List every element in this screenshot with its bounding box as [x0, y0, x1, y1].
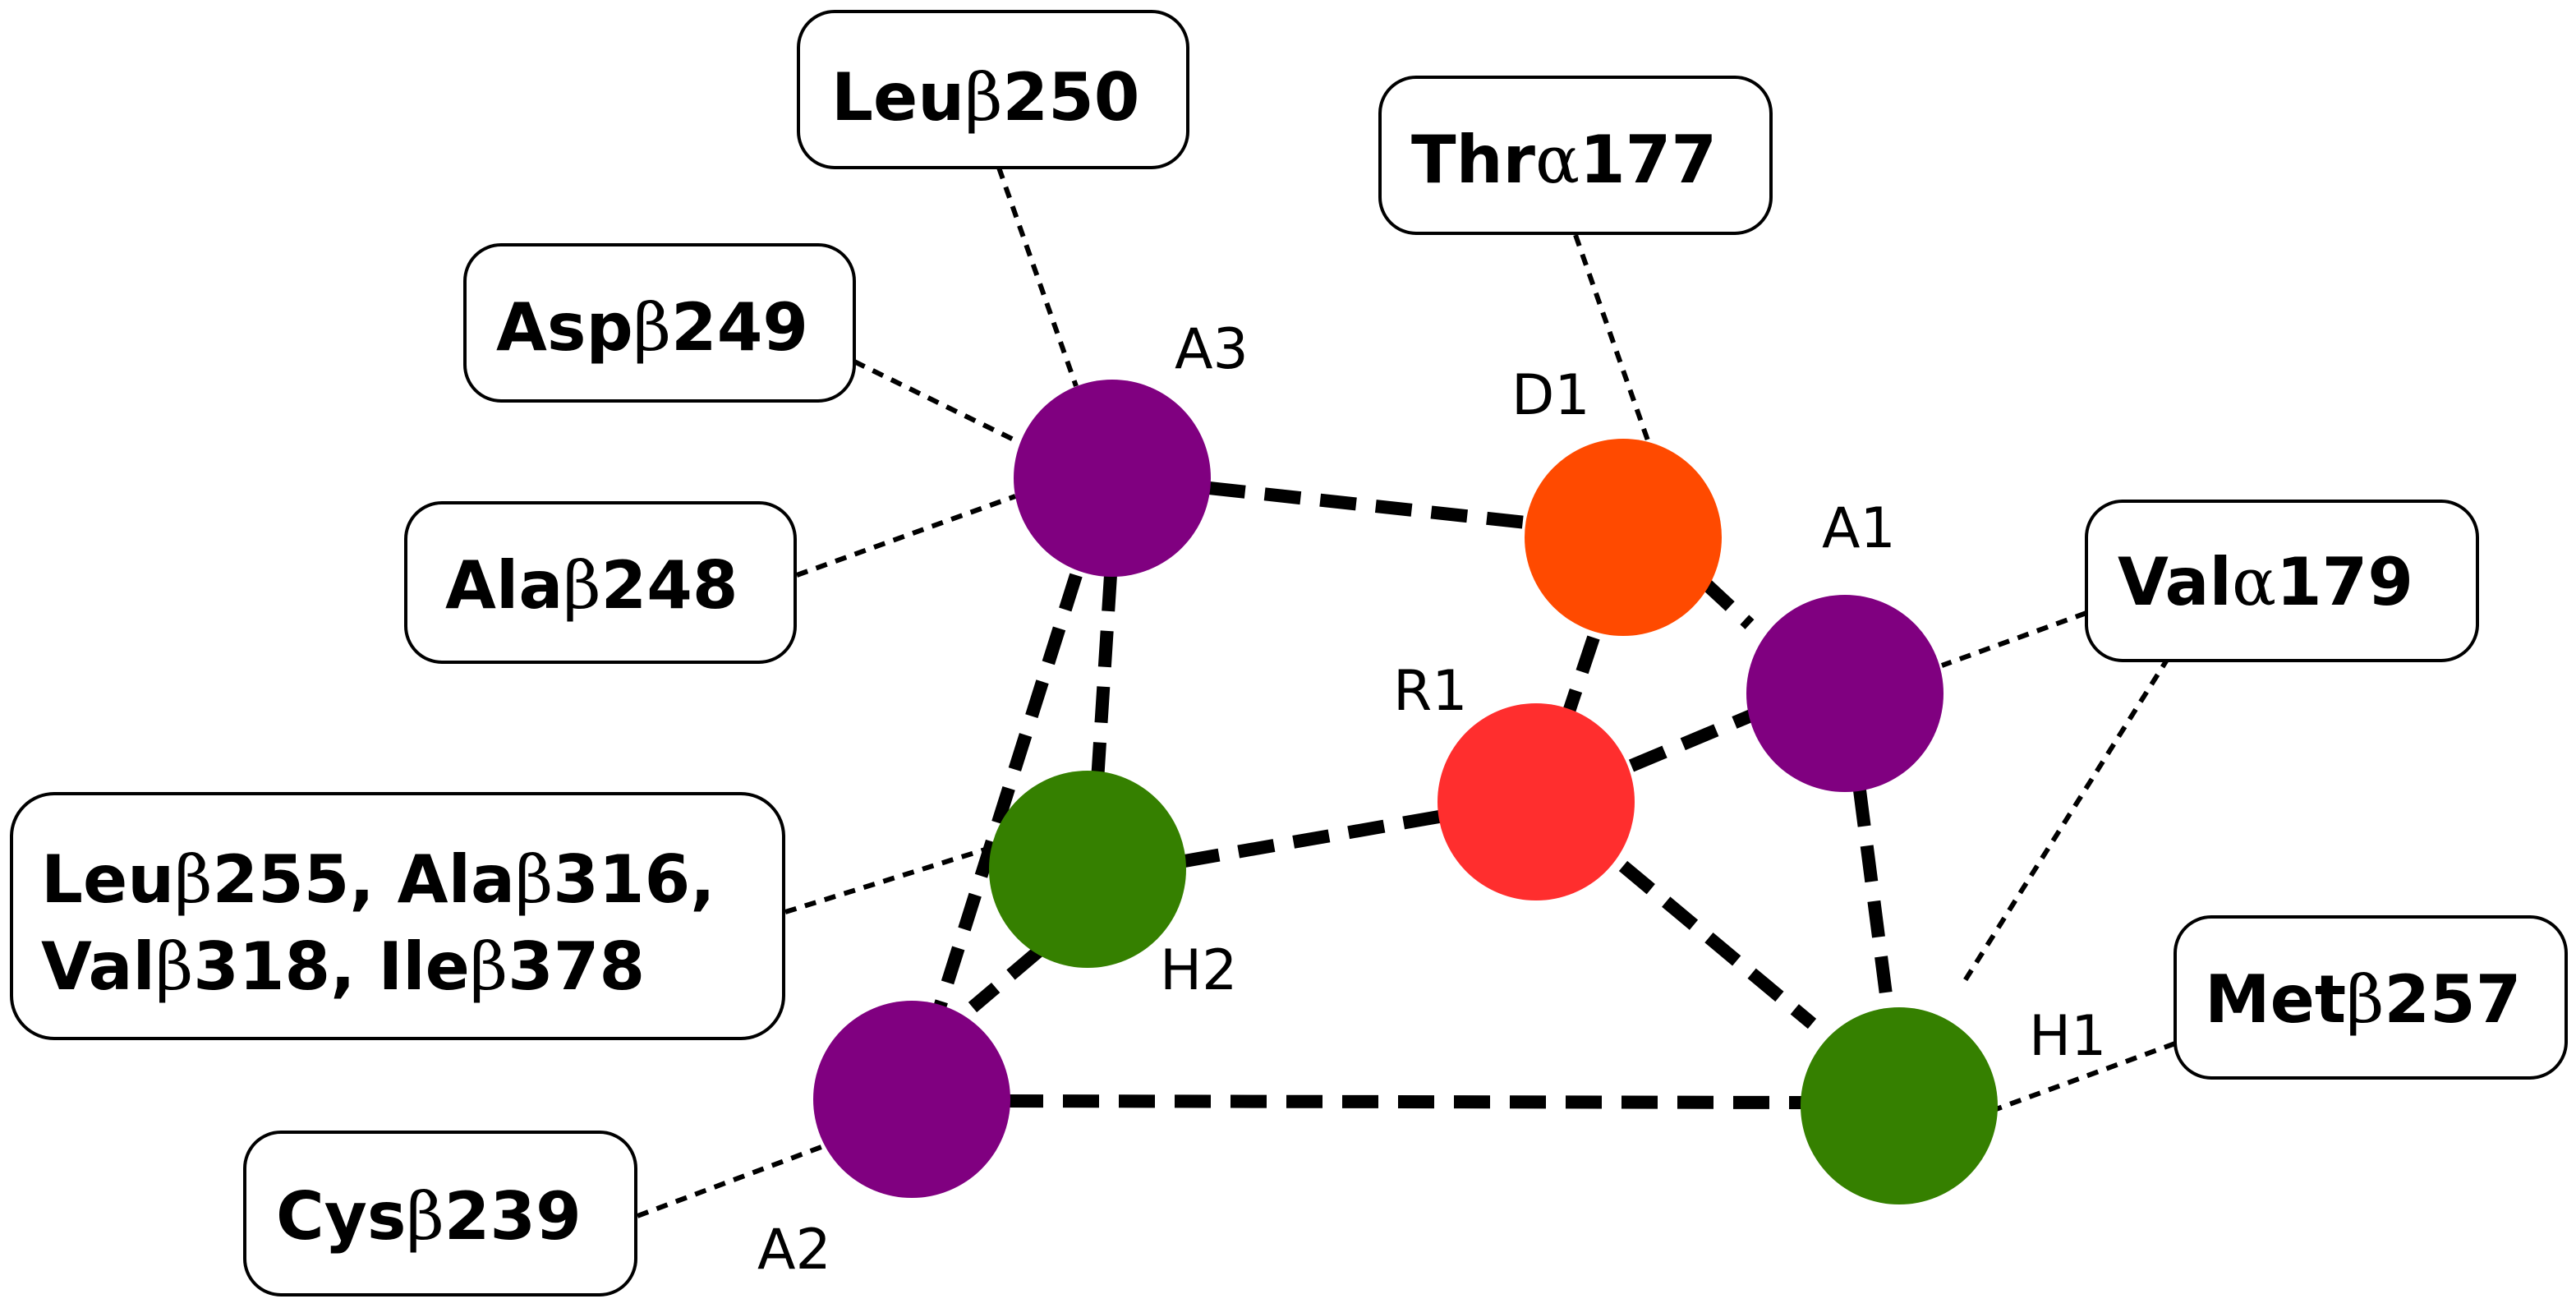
edge-a3-d1 — [1208, 481, 1527, 529]
node-a1 — [1746, 595, 1944, 792]
residue-cluster-line1: Leuβ255, Alaβ316, — [41, 841, 715, 918]
node-d1 — [1525, 439, 1722, 636]
edge-r1-h2 — [1183, 810, 1441, 868]
edge-h2-a2 — [968, 946, 1043, 1013]
node-a2 — [813, 1001, 1010, 1198]
link-cluster-h2 — [784, 844, 996, 914]
residue-box-thr177: Thrα177 — [1378, 76, 1773, 235]
residue-box-val179: Valα179 — [2085, 500, 2479, 662]
label-h1: H1 — [2029, 1004, 2106, 1069]
residue-box-hydrophobic-cluster: Leuβ255, Alaβ316, Valβ318, Ileβ378 — [10, 792, 785, 1040]
residue-label-cys239: Cysβ239 — [276, 1178, 582, 1255]
edge-a3-h2 — [1091, 574, 1117, 781]
edge-r1-a1 — [1628, 708, 1756, 772]
link-met257-h1 — [1994, 1041, 2177, 1112]
label-a1: A1 — [1822, 496, 1896, 561]
residue-box-cys239: Cysβ239 — [243, 1131, 637, 1296]
link-val179-a1 — [1940, 610, 2088, 668]
label-h2: H2 — [1160, 938, 1237, 1003]
label-r1: R1 — [1393, 659, 1468, 724]
residue-label-val179: Valα179 — [2118, 544, 2413, 620]
node-r1 — [1438, 703, 1635, 900]
edge-a2-h1 — [1006, 1094, 1805, 1109]
link-leu250-a3 — [996, 167, 1079, 387]
edge-a1-h1 — [1853, 789, 1894, 1009]
residue-box-asp249: Aspβ249 — [463, 243, 856, 403]
residue-label-asp249: Aspβ249 — [496, 289, 808, 366]
residue-label-thr177: Thrα177 — [1411, 122, 1717, 198]
label-d1: D1 — [1511, 363, 1590, 428]
label-a3: A3 — [1175, 317, 1249, 382]
residue-label-leu250: Leuβ250 — [831, 59, 1139, 136]
node-h1 — [1801, 1007, 1998, 1204]
edge-a3-a2 — [933, 573, 1083, 1010]
residue-label-met257: Metβ257 — [2205, 961, 2521, 1038]
residue-box-leu250: Leuβ250 — [797, 10, 1189, 169]
link-thr177-d1 — [1573, 234, 1650, 441]
link-asp249-a3 — [853, 359, 1020, 444]
residue-box-met257: Metβ257 — [2174, 915, 2568, 1080]
link-val179-h1 — [1959, 656, 2171, 988]
link-ala248-a3 — [795, 494, 1017, 578]
residue-label-ala248: Alaβ248 — [445, 547, 738, 624]
residue-box-ala248: Alaβ248 — [404, 501, 797, 664]
edge-r1-h1 — [1618, 860, 1817, 1029]
node-h2 — [989, 771, 1186, 968]
residue-cluster-line2: Valβ318, Ileβ378 — [41, 928, 645, 1005]
edge-d1-r1 — [1562, 635, 1600, 714]
link-cys239-a2 — [636, 1144, 823, 1218]
label-a2: A2 — [757, 1218, 831, 1283]
node-a3 — [1014, 380, 1211, 577]
edge-d1-a1 — [1699, 577, 1755, 629]
